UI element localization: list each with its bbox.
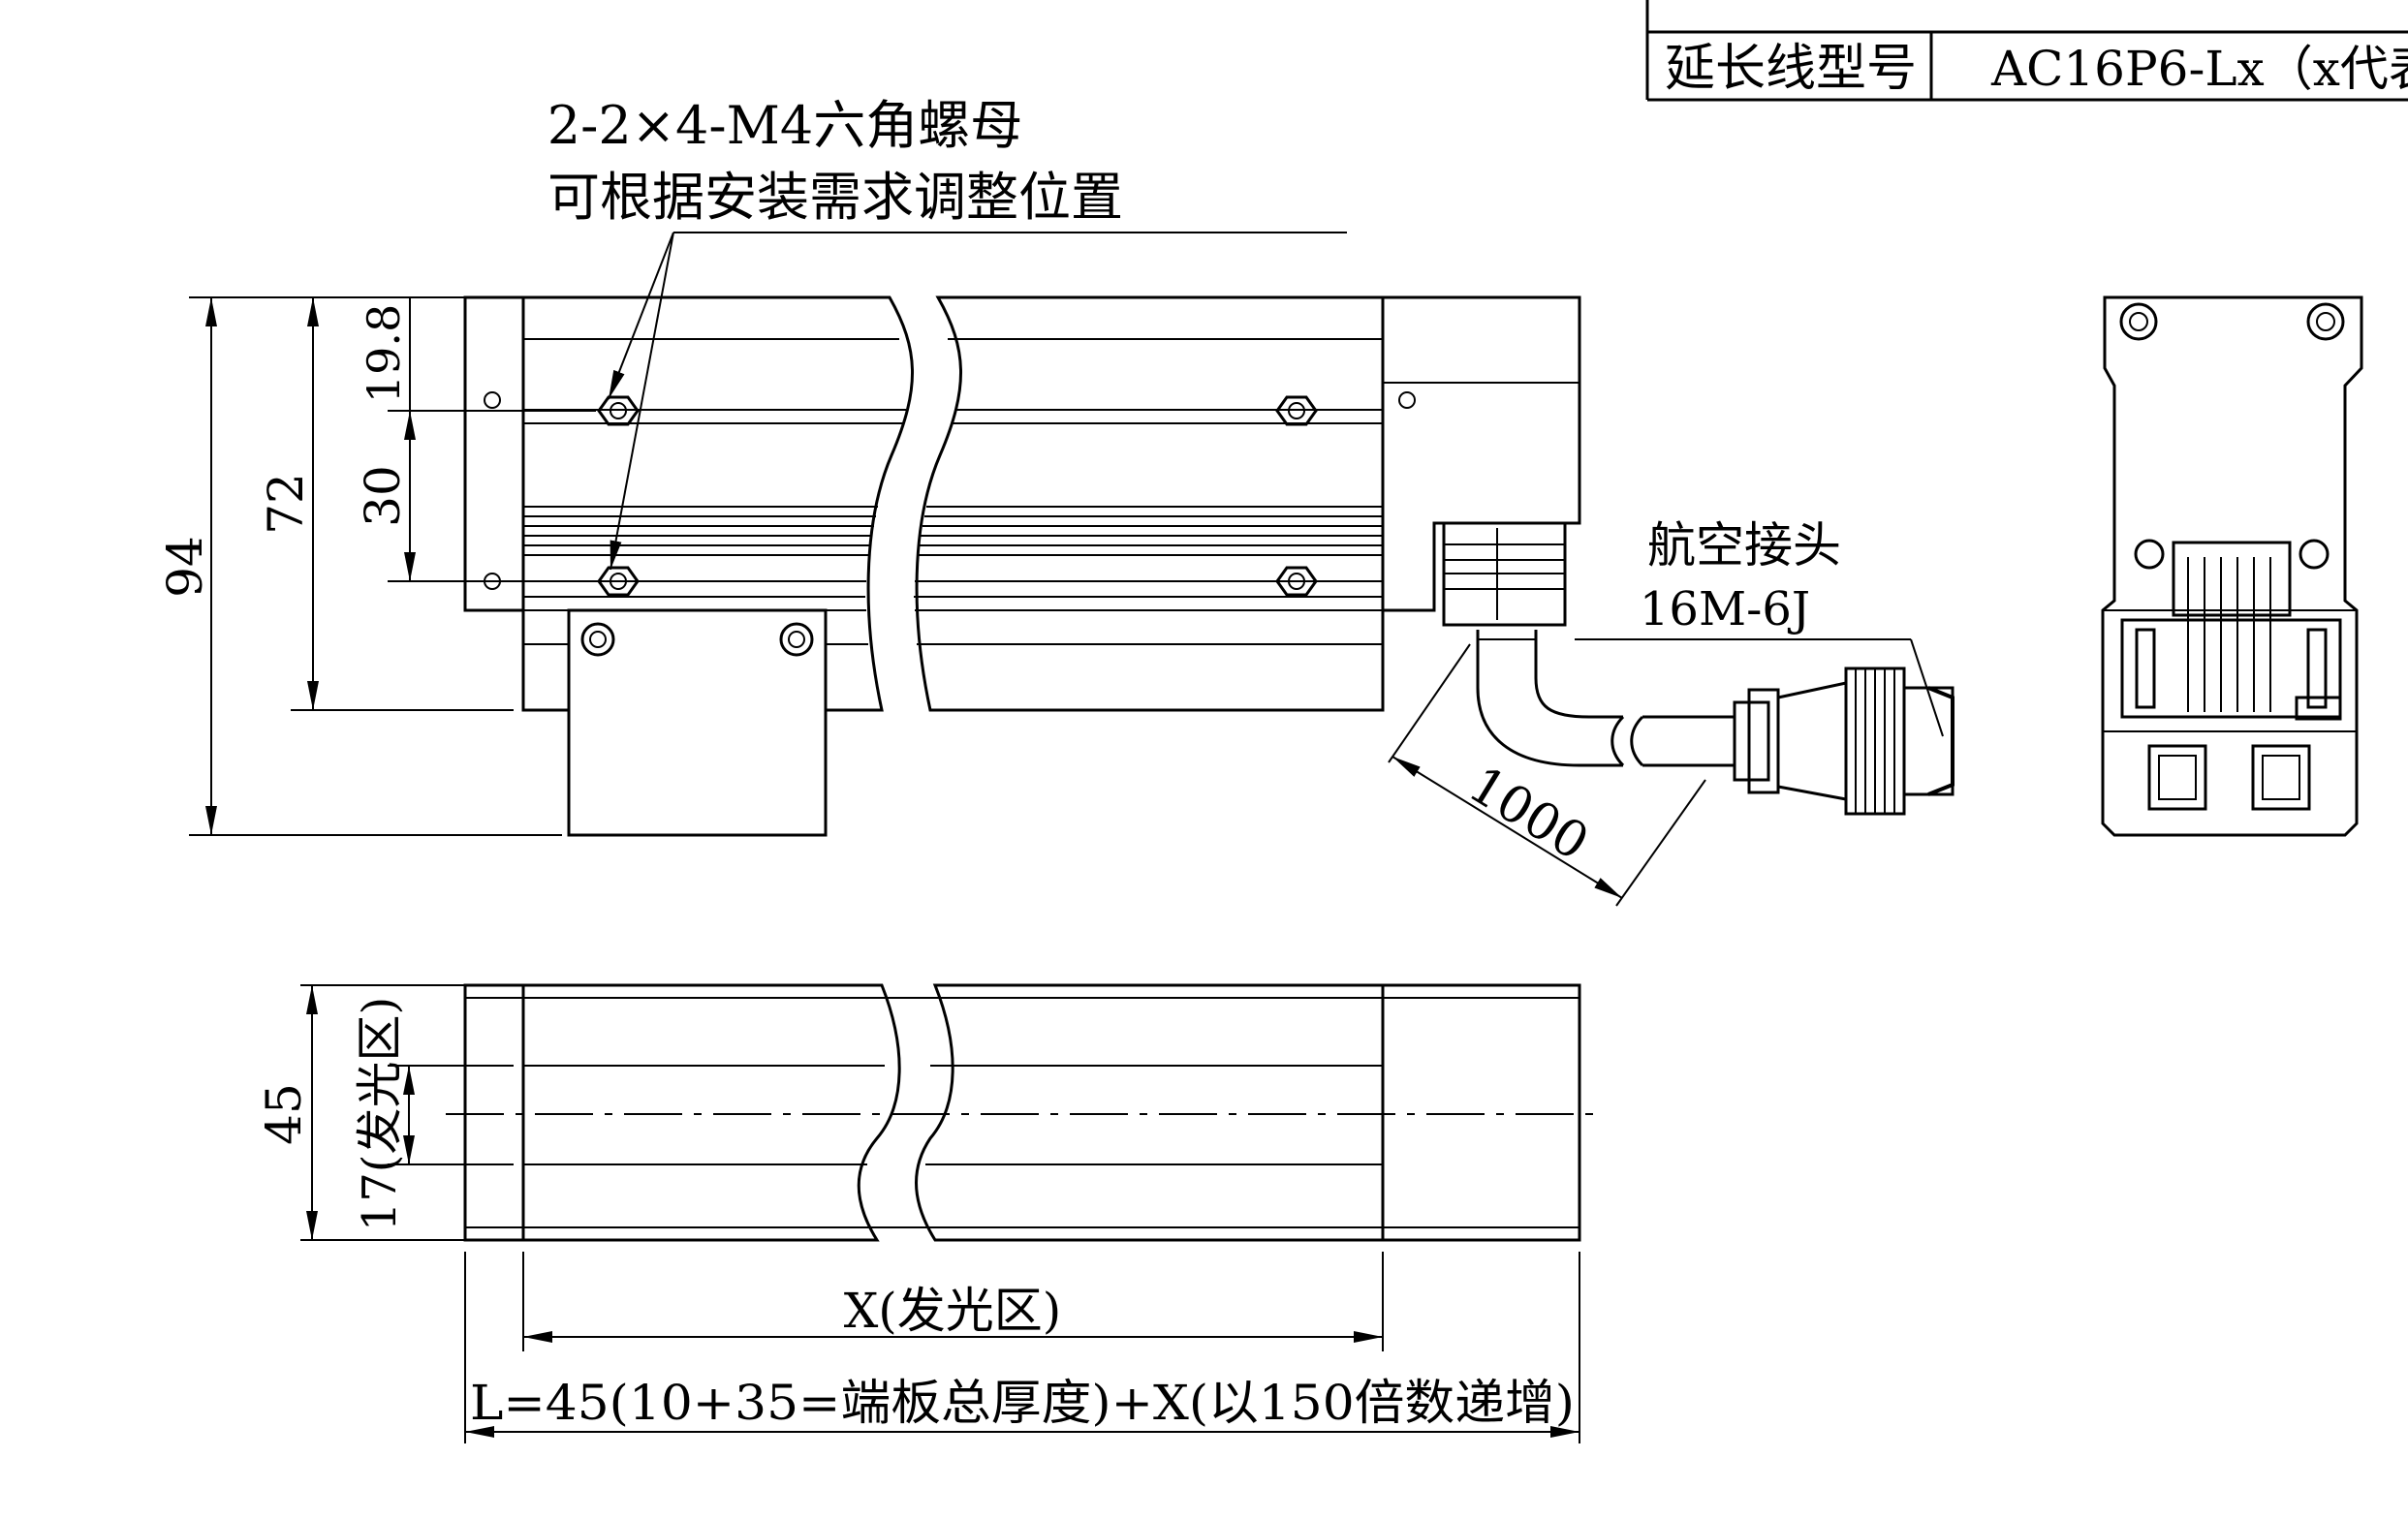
- mounting-bracket: [567, 608, 828, 837]
- cable-bend-outer: [1476, 630, 1623, 767]
- right-end-plate: [1381, 295, 1581, 612]
- bottom-view: 45 17(发光区) X(发光区) L=45(10+35=端板总厚度)+X(以1…: [256, 983, 1601, 1443]
- nut-callout-line1: 2-2×4-M4六角螺母: [547, 95, 1022, 156]
- hole-spacing-value: 30: [355, 465, 411, 527]
- total-length-formula: L=45(10+35=端板总厚度)+X(以150倍数递增): [470, 1375, 1575, 1431]
- top-offset-value: 19.8: [358, 304, 410, 403]
- cable-break-right: [1630, 715, 1644, 767]
- front-view: 航空接头 16M-6J 1000 2-2×4-M4六角螺母 可根据安装需求调整位…: [157, 95, 1955, 907]
- model-table: 延长线型号 AC16P6-Lx（x代表: [1645, 0, 2408, 102]
- table-value: AC16P6-Lx（x代表: [1990, 41, 2408, 97]
- body-height-value: 72: [258, 473, 314, 535]
- emit-length-value: X(发光区): [844, 1283, 1062, 1339]
- left-end-plate: [463, 295, 525, 612]
- side-view: [2101, 295, 2363, 837]
- connector-model: 16M-6J: [1640, 582, 1810, 636]
- cable-bend-inner: [1534, 630, 1623, 719]
- aviation-connector: [1733, 667, 1955, 816]
- emit-width-value: 17(发光区): [353, 997, 407, 1232]
- width-value: 45: [256, 1083, 312, 1145]
- cable-gland: [1442, 521, 1567, 627]
- overall-height-value: 94: [157, 536, 213, 598]
- cable-length-value: 1000: [1458, 756, 1598, 872]
- nut-callout-line2: 可根据安装需求调整位置: [547, 167, 1123, 228]
- cable-break-left: [1611, 715, 1625, 767]
- body-left-segment: [521, 295, 914, 712]
- hex-nut-icon: [597, 566, 640, 597]
- connector-label: 航空接头: [1647, 517, 1841, 574]
- table-label: 延长线型号: [1665, 40, 1917, 98]
- hex-nut-icon: [1275, 395, 1318, 426]
- body-right-segment: [915, 295, 1385, 712]
- hex-nut-icon: [1275, 566, 1318, 597]
